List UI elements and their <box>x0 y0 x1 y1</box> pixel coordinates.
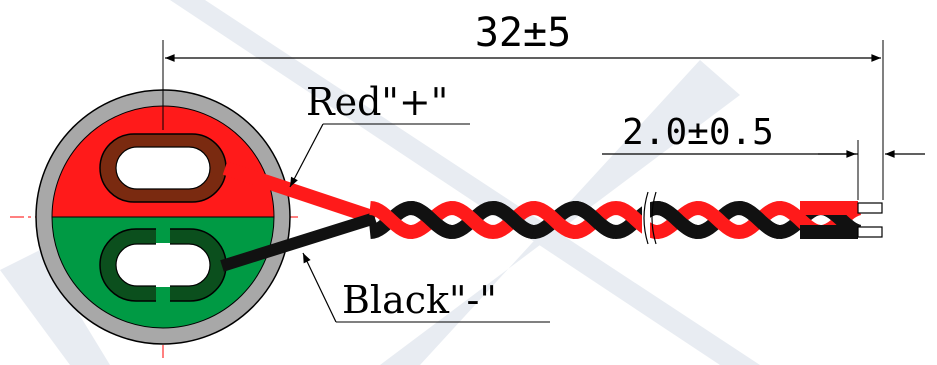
black-strand-over <box>410 201 453 239</box>
buzzer-body <box>35 89 291 345</box>
break-symbol <box>642 191 657 245</box>
black-strand-over <box>738 201 781 239</box>
positive-lead-label: Red"+" <box>306 80 448 124</box>
positive-leader: Red"+" <box>289 80 470 188</box>
stripped-ends <box>857 202 883 238</box>
strip-length-label: 2.0±0.5 <box>622 112 774 153</box>
red-strand <box>369 200 862 240</box>
black-strand-over <box>656 201 699 239</box>
red-lead-wire <box>222 161 378 225</box>
black-stripped-end <box>857 226 883 238</box>
twisted-pair <box>369 200 862 240</box>
lead-wires <box>220 161 378 272</box>
positive-pad-hole <box>115 146 211 190</box>
negative-lead-label: Black"-" <box>342 278 497 322</box>
black-strand-over <box>574 201 617 239</box>
overall-length-label: 32±5 <box>475 10 571 56</box>
black-strand-over <box>492 201 535 239</box>
black-lead-wire <box>220 212 377 272</box>
negative-leader: Black"-" <box>302 252 550 323</box>
red-stripped-end <box>857 202 883 214</box>
overall-length-dimension: 32±5 <box>162 10 884 200</box>
strip-length-dimension: 2.0±0.5 <box>602 112 925 200</box>
